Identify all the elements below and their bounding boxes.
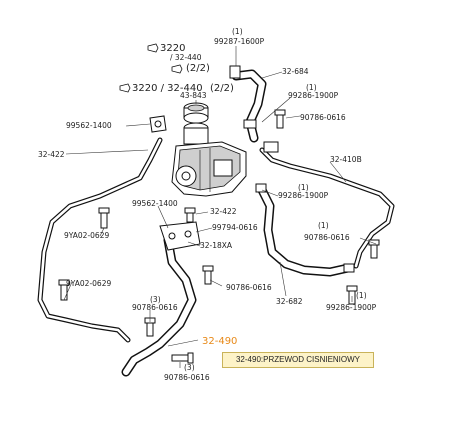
clamp-top-right	[229, 65, 355, 273]
ref-arrow-icon-2	[171, 64, 183, 74]
label-99794: 99794-0616	[212, 223, 258, 232]
label-90786-right: 90786-0616	[304, 233, 350, 242]
ref-arrow-icon-3	[119, 83, 131, 93]
label-90786-mid: 90786-0616	[226, 283, 272, 292]
label-99562-a: 99562-1400	[66, 121, 112, 130]
label-99287-qty: (1)	[232, 27, 243, 36]
label-90786-left: 90786-0616	[132, 303, 178, 312]
clamp-32-422-top	[149, 115, 167, 133]
reservoir-body	[183, 122, 209, 145]
part-labels: 3220 / 32-440 (2/2) 3220 / 32-440 (2/2) …	[38, 27, 377, 382]
power-steering-pump	[171, 141, 247, 197]
ref-3220-a-sub: / 32-440	[170, 53, 202, 62]
pipe-32-410b	[259, 147, 395, 269]
label-32-682: 32-682	[276, 297, 303, 306]
label-99287: 99287-1600P	[214, 37, 265, 46]
label-99286-bot: 99286-1900P	[326, 303, 377, 312]
label-90786-top: 90786-0616	[300, 113, 346, 122]
label-9ya02-b: 9YA02-0629	[66, 279, 111, 288]
label-99286-bot-qty: (1)	[356, 291, 367, 300]
ref-2-2-b: (2/2)	[210, 83, 234, 94]
label-9ya02-a: 9YA02-0629	[64, 231, 109, 240]
reservoir-cap-43-843	[183, 102, 209, 124]
label-32-490: 32-490	[202, 336, 237, 347]
ref-arrow-icon-1	[147, 43, 159, 53]
label-90786-left-qty: (3)	[150, 295, 161, 304]
bracket-32-18xa	[159, 221, 201, 251]
label-99286-top: 99286-1900P	[288, 91, 339, 100]
label-90786-bottom: 90786-0616	[164, 373, 210, 382]
label-99286-mid: 99286-1900P	[278, 191, 329, 200]
label-99286-mid-qty: (1)	[298, 183, 309, 192]
label-32-422-a: 32-422	[38, 150, 65, 159]
label-99286-top-qty: (1)	[306, 83, 317, 92]
label-32-422-b: 32-422	[210, 207, 237, 216]
label-90786-right-qty: (1)	[318, 221, 329, 230]
ref-2-2-a: (2/2)	[186, 63, 210, 74]
leader-lines	[63, 46, 377, 368]
label-43-843: 43-843	[180, 91, 207, 100]
ref-3220-a: 3220	[160, 43, 185, 54]
label-32-410b: 32-410B	[330, 155, 362, 164]
hose-left-long	[37, 137, 163, 343]
label-99562-b: 99562-1400	[132, 199, 178, 208]
label-32-18xa: 32-18XA	[200, 241, 233, 250]
hose-32-490	[121, 235, 197, 377]
caption-box: 32-490:PRZEWOD CISNIENIOWY	[222, 352, 374, 368]
ref-3220-b: 3220 / 32-440	[132, 83, 203, 94]
label-32-684: 32-684	[282, 67, 309, 76]
label-90786-bottom-qty: (3)	[184, 363, 195, 372]
hose-32-682	[257, 185, 353, 277]
